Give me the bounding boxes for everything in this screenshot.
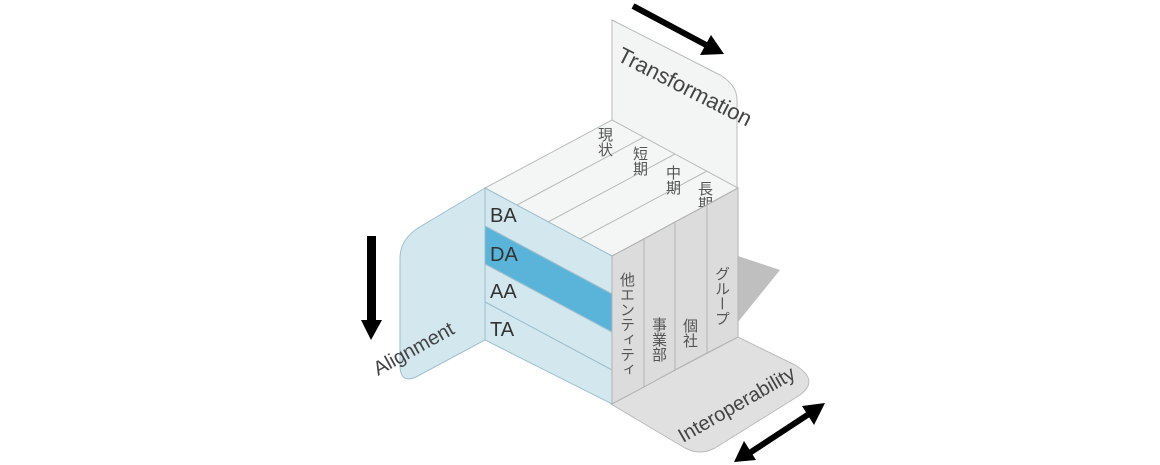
transformation-tab [611,19,738,199]
scope-label: 事業部 [650,317,668,362]
time-horizon-label: 中期 [664,165,682,196]
layer-label: BA [490,205,517,227]
time-horizon-label: 短期 [631,146,649,177]
alignment-arrow [361,236,382,340]
top-face-dividers [516,136,708,240]
scope-column [643,221,676,388]
layer-label: TA [490,319,515,341]
scope-label: グループ [713,266,731,326]
interoperability-panel [609,336,810,453]
cube-shadow [738,256,780,322]
layer-label: AA [490,281,517,303]
scope-column [706,187,739,354]
alignment-panel [399,187,486,380]
time-horizon-label: 現状 [596,127,614,157]
layer-label: DA [490,244,518,266]
scope-label: 個社 [681,318,699,348]
transformation-arrow [631,3,724,55]
interoperability-arrow [734,403,825,462]
scope-label: 他エンティティ [618,272,636,377]
